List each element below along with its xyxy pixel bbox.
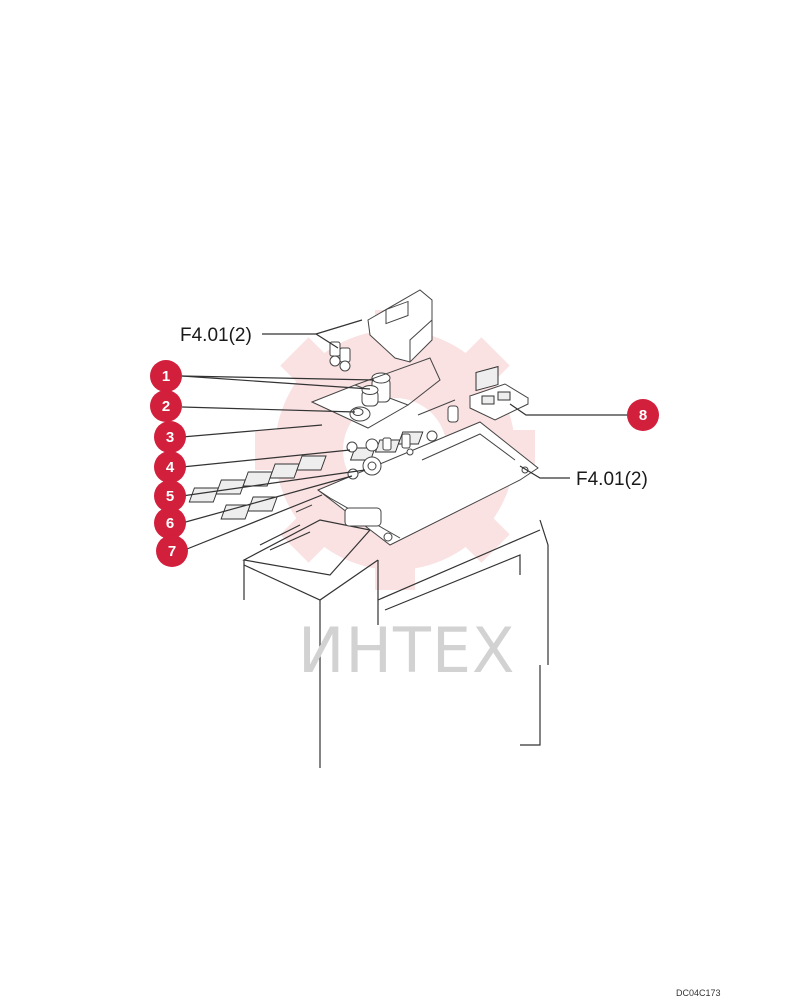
- callout-badge-8: 8: [627, 399, 659, 431]
- svg-text:5: 5: [166, 488, 174, 505]
- reference-label-right: F4.01(2): [576, 469, 648, 490]
- callout-badge-3: 3: [154, 421, 186, 453]
- bolt-pair: [329, 341, 351, 372]
- bracket-assembly: [310, 357, 456, 429]
- watermark-text: ИНТЕХ: [298, 614, 516, 687]
- svg-text:2: 2: [162, 398, 170, 415]
- svg-text:6: 6: [166, 515, 174, 532]
- callout-badge-2: 2: [150, 390, 182, 422]
- drawing-code: DC04C173: [676, 988, 721, 998]
- callout-badge-7: 7: [156, 535, 188, 567]
- instrument-box: [367, 289, 433, 363]
- rocker-switch-row-lower: [188, 455, 327, 520]
- reference-label-top: F4.01(2): [180, 325, 252, 346]
- console-body: [242, 504, 549, 768]
- leader-lines: [181, 319, 628, 552]
- callout-badge-4: 4: [154, 451, 186, 483]
- callout-badges: 1 2 3 4 5 6 7 8: [150, 360, 659, 567]
- switch-panel: [188, 421, 539, 546]
- svg-text:8: 8: [639, 407, 647, 424]
- svg-text:3: 3: [166, 429, 174, 446]
- part-8-switch: [468, 365, 530, 421]
- svg-text:7: 7: [168, 543, 176, 560]
- callout-badge-1: 1: [150, 360, 182, 392]
- callout-badge-6: 6: [154, 507, 186, 539]
- svg-text:1: 1: [162, 368, 170, 385]
- svg-text:4: 4: [166, 459, 175, 476]
- callout-badge-5: 5: [154, 480, 186, 512]
